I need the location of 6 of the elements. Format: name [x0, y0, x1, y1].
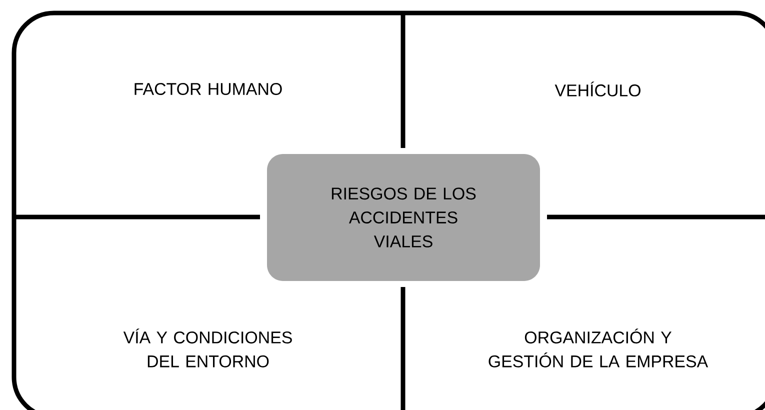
center-box: RIESGOS DE LOS ACCIDENTES VIALES [267, 154, 540, 281]
quadrant-label: VEHÍCULO [554, 82, 640, 96]
quadrant-label: ORGANIZACIÓN Y GESTIÓN DE LA EMPRESA [488, 328, 708, 368]
quadrant-label: VÍA Y CONDICIONES DEL ENTORNO [123, 328, 292, 368]
quadrant-label: FACTOR HUMANO [134, 83, 282, 95]
frame-box [12, 10, 765, 410]
